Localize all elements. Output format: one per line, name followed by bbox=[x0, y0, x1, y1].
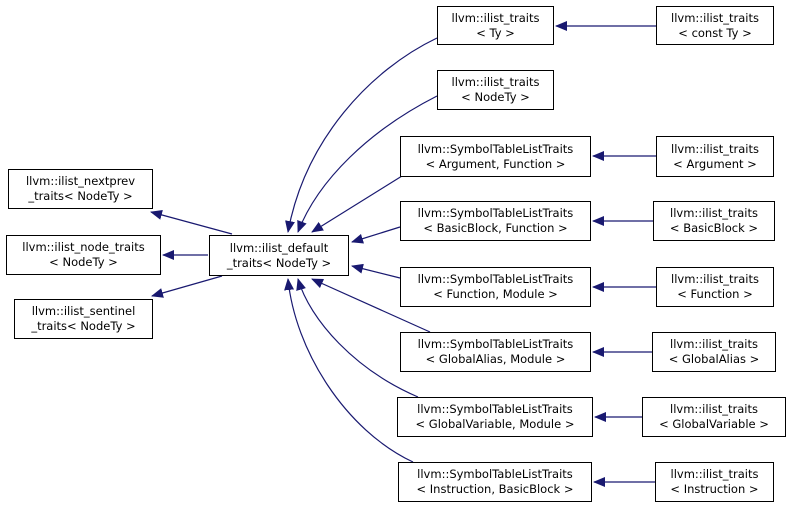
node-label-line1: llvm::ilist_traits bbox=[671, 10, 759, 25]
node-ilist-default-traits[interactable]: llvm::ilist_default _traits< NodeTy > bbox=[209, 235, 349, 276]
node-label-line1: llvm::ilist_traits bbox=[671, 272, 759, 286]
node-label-line1: llvm::SymbolTableListTraits bbox=[417, 206, 574, 220]
inheritance-edge-st_globalvariable-to-default bbox=[296, 278, 419, 398]
node-label-line1: llvm::SymbolTableListTraits bbox=[417, 402, 573, 416]
node-label-line2: < Argument, Function > bbox=[425, 156, 566, 171]
inheritance-edge-st_function-to-default bbox=[351, 263, 401, 279]
node-ilist-traits-globalalias[interactable]: llvm::ilist_traits < GlobalAlias > bbox=[652, 332, 776, 372]
inheritance-edge-ilist_nodety-to-default bbox=[297, 95, 438, 233]
node-label-line1: llvm::SymbolTableListTraits bbox=[417, 467, 573, 481]
node-ilist-traits-const-ty[interactable]: llvm::ilist_traits < const Ty > bbox=[656, 6, 774, 45]
node-label-line1: llvm::SymbolTableListTraits bbox=[417, 141, 574, 156]
node-ilist-traits-function[interactable]: llvm::ilist_traits < Function > bbox=[656, 267, 774, 307]
inheritance-edge-st_argument-to-default bbox=[311, 175, 403, 233]
node-label-line1: llvm::ilist_traits bbox=[451, 10, 540, 25]
node-label-line1: llvm::SymbolTableListTraits bbox=[417, 272, 574, 286]
inheritance-edge-st_basicblock-to-default bbox=[351, 226, 401, 244]
node-label-line2: _traits< NodeTy > bbox=[28, 189, 133, 203]
node-label-line1: llvm::ilist_traits bbox=[670, 402, 758, 416]
node-label-line1: llvm::ilist_sentinel bbox=[31, 304, 136, 318]
node-label-line1: llvm::ilist_default bbox=[229, 240, 329, 255]
node-ilist-traits-ty[interactable]: llvm::ilist_traits < Ty > bbox=[437, 6, 554, 45]
node-label-line2: < Function, Module > bbox=[433, 287, 558, 301]
node-label-line2: < Function > bbox=[677, 287, 753, 301]
node-label-line2: _traits< NodeTy > bbox=[31, 319, 136, 333]
node-ilist-traits-globalvariable[interactable]: llvm::ilist_traits < GlobalVariable > bbox=[642, 397, 786, 437]
node-ilist-nextprev-traits[interactable]: llvm::ilist_nextprev _traits< NodeTy > bbox=[8, 169, 153, 209]
node-symboltablelisttraits-argument-function[interactable]: llvm::SymbolTableListTraits < Argument, … bbox=[400, 136, 591, 177]
node-symboltablelisttraits-instruction-basicblock[interactable]: llvm::SymbolTableListTraits < Instructio… bbox=[398, 462, 592, 502]
node-label-line1: llvm::ilist_traits bbox=[670, 206, 758, 220]
inheritance-edge-ilist_ty-to-default bbox=[285, 37, 438, 233]
node-label-line2: < NodeTy > bbox=[461, 90, 530, 104]
node-label-line2: < BasicBlock > bbox=[669, 221, 759, 235]
node-label-line2: < Instruction > bbox=[670, 482, 759, 496]
node-ilist-traits-argument[interactable]: llvm::ilist_traits < Argument > bbox=[656, 136, 774, 177]
node-symboltablelisttraits-function-module[interactable]: llvm::SymbolTableListTraits < Function, … bbox=[400, 267, 591, 307]
node-label-line2: < GlobalAlias > bbox=[668, 352, 760, 366]
node-label-line2: < const Ty > bbox=[678, 25, 752, 40]
node-label-line2: < Ty > bbox=[476, 25, 515, 40]
node-ilist-traits-instruction[interactable]: llvm::ilist_traits < Instruction > bbox=[655, 462, 774, 502]
node-label-line2: < GlobalVariable > bbox=[659, 417, 769, 431]
node-label-line2: < Argument > bbox=[673, 156, 757, 171]
node-symboltablelisttraits-globalalias-module[interactable]: llvm::SymbolTableListTraits < GlobalAlia… bbox=[400, 332, 591, 372]
node-ilist-node-traits[interactable]: llvm::ilist_node_traits < NodeTy > bbox=[6, 235, 161, 275]
node-label-line1: llvm::ilist_traits bbox=[671, 141, 759, 156]
node-label-line1: llvm::ilist_traits bbox=[670, 467, 759, 481]
node-symboltablelisttraits-globalvariable-module[interactable]: llvm::SymbolTableListTraits < GlobalVari… bbox=[397, 397, 593, 437]
node-label-line2: < Instruction, BasicBlock > bbox=[416, 482, 574, 496]
node-ilist-traits-basicblock[interactable]: llvm::ilist_traits < BasicBlock > bbox=[653, 201, 775, 241]
node-symboltablelisttraits-basicblock-function[interactable]: llvm::SymbolTableListTraits < BasicBlock… bbox=[400, 201, 591, 241]
node-label-line2: < GlobalAlias, Module > bbox=[425, 352, 566, 366]
inheritance-edge-default-to-sentinel bbox=[151, 275, 223, 298]
node-label-line1: llvm::SymbolTableListTraits bbox=[417, 337, 574, 351]
node-label-line1: llvm::ilist_node_traits bbox=[22, 240, 145, 254]
inheritance-edge-st_instruction-to-default bbox=[284, 278, 414, 463]
node-ilist-traits-nodety[interactable]: llvm::ilist_traits < NodeTy > bbox=[437, 70, 554, 110]
inheritance-edge-default-to-nextprev bbox=[150, 210, 233, 235]
node-label-line1: llvm::ilist_traits bbox=[451, 75, 540, 89]
node-label-line1: llvm::ilist_nextprev bbox=[25, 174, 136, 188]
node-label-line2: < GlobalVariable, Module > bbox=[415, 417, 575, 431]
node-label-line2: < NodeTy > bbox=[49, 255, 118, 269]
node-ilist-sentinel-traits[interactable]: llvm::ilist_sentinel _traits< NodeTy > bbox=[14, 299, 153, 339]
node-label-line1: llvm::ilist_traits bbox=[670, 337, 758, 351]
node-label-line2: _traits< NodeTy > bbox=[226, 255, 332, 270]
inheritance-edge-st_globalalias-to-default bbox=[311, 278, 431, 333]
node-label-line2: < BasicBlock, Function > bbox=[423, 221, 568, 235]
